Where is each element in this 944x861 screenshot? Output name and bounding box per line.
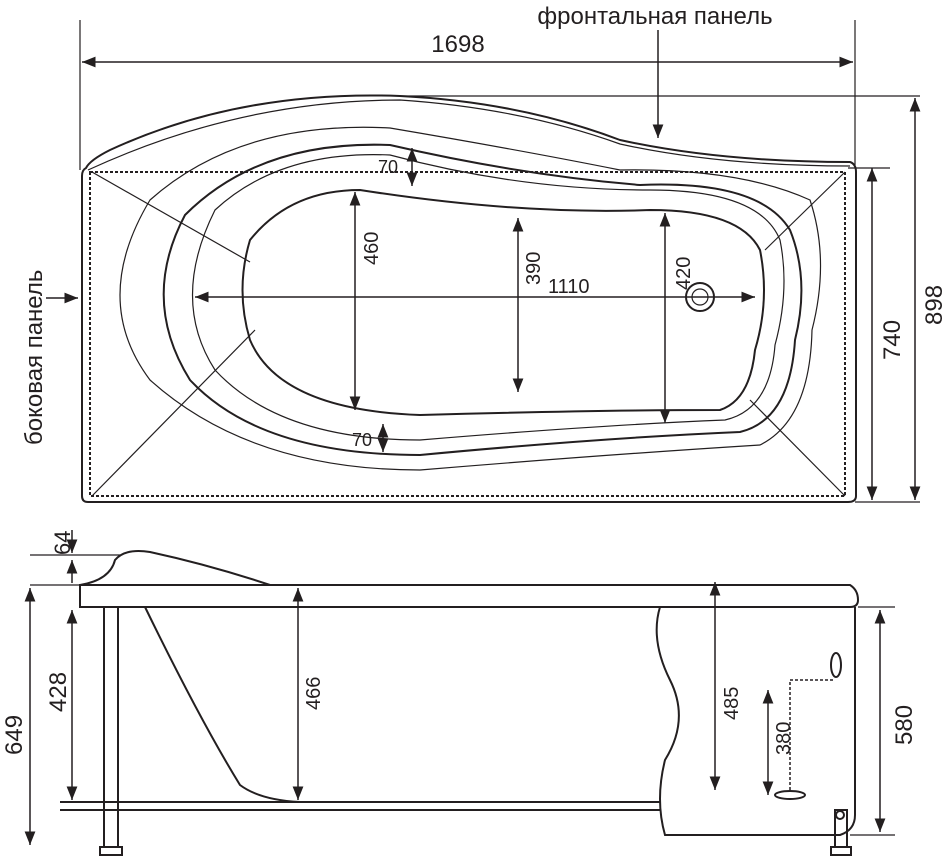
top-view: 1698 фронтальная панель 1110 460 390 420… (21, 3, 944, 503)
inner-width-left-label: 460 (361, 232, 383, 265)
depth-right-label: 485 (721, 687, 743, 720)
panel-height-label: 580 (891, 705, 918, 745)
overall-length-label: 1698 (431, 31, 484, 58)
total-height-label: 649 (1, 715, 28, 755)
width-wide-label: 898 (921, 285, 944, 325)
depth-left-label: 466 (303, 677, 325, 710)
drain-outlet-icon (774, 790, 806, 800)
side-view: 64 380 649 428 466 485 580 (1, 530, 918, 856)
headrest-height-label: 64 (50, 531, 75, 555)
rim-width-bottom-label: 70 (352, 430, 372, 450)
width-narrow-label: 740 (879, 320, 906, 360)
front-panel-label: фронтальная панель (537, 3, 772, 30)
tub-rim-side (79, 584, 860, 608)
side-panel-label: боковая панель (21, 270, 48, 445)
inner-width-right-label: 420 (673, 257, 695, 290)
headrest (79, 550, 271, 586)
inner-length-label: 1110 (548, 276, 590, 298)
leg-height-label: 428 (45, 672, 72, 712)
drain-height-label: 380 (773, 722, 795, 755)
inner-width-mid-label: 390 (523, 252, 545, 285)
tub-outline (81, 94, 857, 503)
rim-width-top-label: 70 (378, 157, 398, 177)
panel-edge (89, 171, 846, 497)
